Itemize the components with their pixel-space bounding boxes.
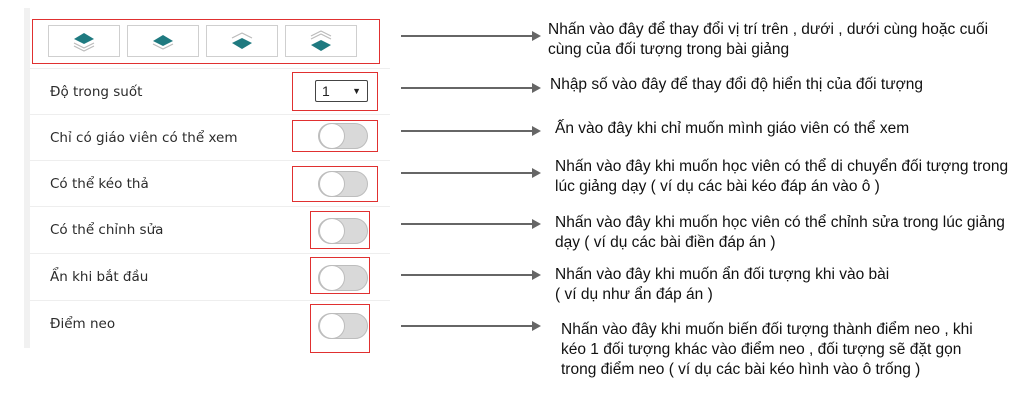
layers-top-icon: [73, 33, 95, 52]
opacity-row: Độ trong suốt: [30, 68, 390, 115]
note-anchor: Nhấn vào đây khi muốn biến đối tượng thà…: [561, 321, 973, 378]
send-to-back-button[interactable]: [285, 25, 357, 57]
anchor-row: Điểm neo: [30, 300, 390, 347]
bring-to-front-button[interactable]: [48, 25, 120, 57]
arrow-right-icon: [401, 126, 541, 136]
draggable-label: Có thể kéo thả: [50, 176, 149, 192]
editable-toggle[interactable]: [318, 218, 368, 244]
note-opacity: Nhập số vào đây để thay đổi độ hiển thị …: [550, 76, 923, 93]
hide-on-start-label: Ẩn khi bắt đầu: [50, 269, 149, 285]
layers-middle-icon: [231, 32, 253, 49]
note-teacher-only: Ấn vào đây khi chỉ muốn mình giáo viên c…: [555, 120, 910, 137]
toggle-knob: [319, 123, 345, 149]
note-draggable: Nhấn vào đây khi muốn học viên có thể di…: [555, 158, 1009, 195]
arrow-right-icon: [401, 270, 541, 280]
opacity-select[interactable]: 1 ▼: [315, 80, 368, 102]
editable-label: Có thể chỉnh sửa: [50, 222, 164, 238]
teacher-only-row: Chỉ có giáo viên có thể xem: [30, 114, 390, 161]
layers-bottom-icon: [310, 30, 332, 51]
caret-down-icon: ▼: [352, 86, 361, 96]
editable-row: Có thể chỉnh sửa: [30, 206, 390, 253]
draggable-toggle[interactable]: [318, 171, 368, 197]
send-backward-button[interactable]: [206, 25, 278, 57]
arrow-right-icon: [401, 219, 541, 229]
teacher-only-toggle[interactable]: [318, 123, 368, 149]
hide-on-start-row: Ẩn khi bắt đầu: [30, 253, 390, 300]
panel-edge: [24, 8, 30, 348]
toggle-knob: [319, 313, 345, 339]
note-hide-on-start: Nhấn vào đây khi muốn ẩn đối tượng khi v…: [555, 266, 890, 303]
toggle-knob: [319, 218, 345, 244]
toggle-knob: [319, 171, 345, 197]
opacity-value: 1: [322, 83, 330, 99]
arrow-right-icon: [401, 168, 541, 178]
bring-forward-button[interactable]: [127, 25, 199, 57]
opacity-label: Độ trong suốt: [50, 84, 143, 100]
note-editable: Nhấn vào đây khi muốn học viên có thể ch…: [555, 214, 1005, 251]
hide-on-start-toggle[interactable]: [318, 265, 368, 291]
teacher-only-label: Chỉ có giáo viên có thể xem: [50, 130, 238, 146]
anchor-label: Điểm neo: [50, 316, 116, 332]
arrow-right-icon: [401, 31, 541, 41]
arrow-right-icon: [401, 321, 541, 331]
layer-order-buttons: [48, 25, 357, 57]
toggle-knob: [319, 265, 345, 291]
draggable-row: Có thể kéo thả: [30, 160, 390, 207]
arrow-right-icon: [401, 83, 541, 93]
anchor-toggle[interactable]: [318, 313, 368, 339]
note-layer-order: Nhấn vào đây để thay đổi vị trí trên , d…: [548, 21, 989, 58]
layers-single-icon: [152, 35, 174, 50]
